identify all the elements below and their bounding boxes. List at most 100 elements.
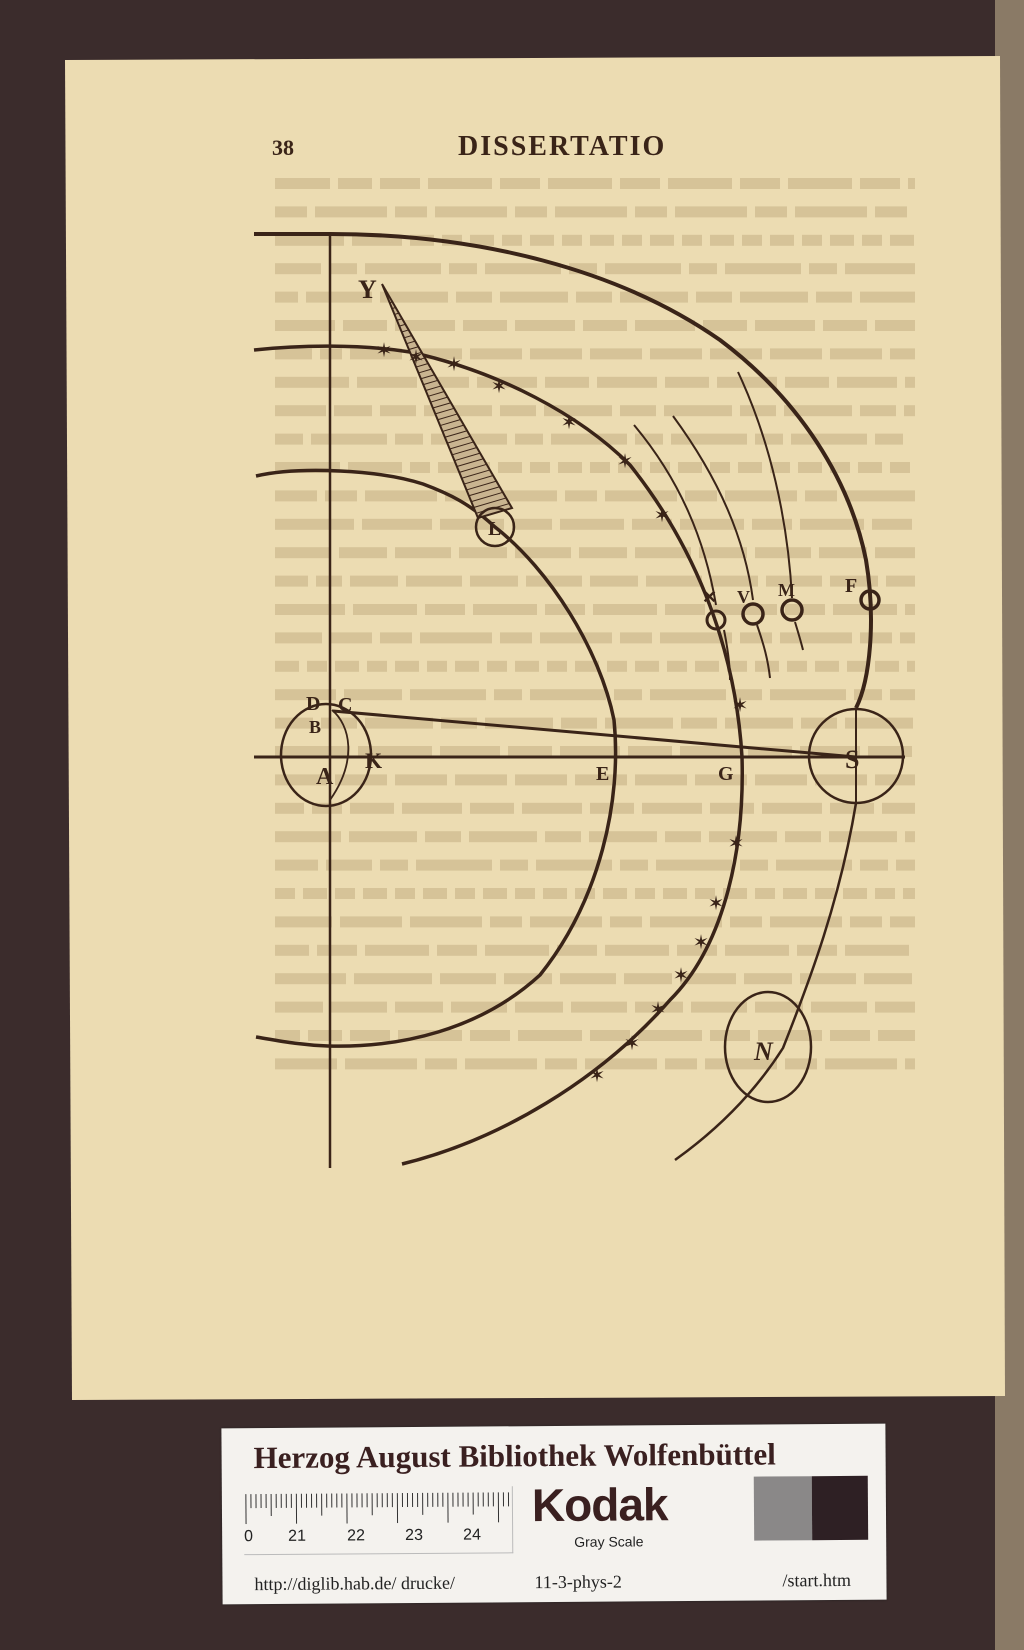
bleed-word [494,689,522,701]
star-icon: ✶ [708,891,725,915]
bleed-word [748,746,792,757]
comet-hatch-line [406,340,416,345]
label-X: ✕ [702,587,717,607]
comet-hatch-line [463,475,494,485]
bleed-word [858,462,882,473]
bleed-word [770,916,842,928]
bleed-word [530,348,582,360]
bleed-word [860,291,915,303]
comet-hatch-line [423,379,439,386]
ruler-number: 23 [405,1526,424,1545]
label-F: F [845,575,857,597]
ruler: 0 21 22 23 24 [243,1486,514,1556]
bleed-word [650,234,674,246]
bleed-word [660,632,732,644]
bleed-word [326,859,372,871]
bleed-word [776,859,852,871]
bleed-word [325,490,357,502]
bleed-word [908,178,915,189]
bleed-word [485,944,549,956]
bleed-word [671,433,747,445]
planet-path-3 [737,371,793,599]
bleed-word [830,348,882,360]
bleed-word [605,717,673,729]
bleed-word [725,490,797,502]
bleed-word [805,490,837,502]
bleed-word [275,178,330,189]
bleed-word [717,376,777,388]
bleed-word [335,660,359,672]
bleed-word [353,604,417,615]
label-N: N [753,1037,774,1066]
bleed-word [695,660,719,672]
bleed-word [485,263,561,275]
bleed-word [830,234,854,246]
bleed-word [725,944,789,956]
bleed-word [315,206,387,218]
bleed-word [350,1030,390,1041]
bleed-word [864,973,912,985]
bleed-word [875,547,915,559]
bleed-word [275,405,326,417]
bleed-word [402,802,462,814]
bleed-word [878,1030,915,1041]
bleed-word [890,689,915,701]
bleed-word [785,1058,817,1070]
bleed-word [365,717,433,729]
bleed-word [470,1030,510,1041]
comet-hatch-line [473,497,507,508]
bleed-word [823,320,867,331]
bleed-word [875,1001,915,1013]
comet-hatch-line [437,413,458,421]
bleed-word [311,433,387,445]
bleed-word [730,916,762,928]
bleed-word [755,888,775,899]
bleed-word [815,660,839,672]
comet-hatch-line [403,335,413,339]
bleed-word [406,575,462,587]
astronomical-diagram: ✶✶✶✶✶✶✶✶✶✶✶✶✶✶✶ Y L D C B A K E G S N ✕ … [253,232,905,1168]
bleed-word [445,490,477,502]
bleed-word [515,433,543,445]
bleed-word [551,433,627,445]
url-suffix: /start.htm [782,1569,852,1591]
bleed-word [555,206,627,218]
bleed-word [886,575,915,587]
bleed-word [275,1058,337,1070]
bleed-word [800,973,856,985]
comet-hatch-line [456,458,484,467]
bleed-word [875,320,915,331]
bleed-word [275,575,308,587]
planet-path-2 [672,415,754,601]
bleed-word [740,178,780,189]
bleed-word [530,462,550,473]
label-Y: Y [358,275,377,304]
label-L: L [488,518,501,540]
bleed-word [575,774,627,786]
bleed-word [896,859,915,871]
bleed-word [565,490,597,502]
bleed-word [829,831,897,843]
bleed-word [435,206,507,218]
bleed-word [312,802,342,814]
bleed-word [787,660,807,672]
bleed-word [561,717,597,729]
shelfmark: 11-3-phys-2 [534,1571,622,1593]
bleed-word [518,1030,582,1041]
bleed-word [597,376,657,388]
star-icon: ✶ [491,374,508,398]
label-D: D [306,693,320,715]
bleed-word [635,547,691,559]
bleed-word [590,1030,630,1041]
bleed-word [744,973,792,985]
bleed-word [680,746,740,757]
ruler-number: 21 [288,1527,307,1545]
bleed-word [685,490,717,502]
bleed-word [755,1001,803,1013]
bleed-word [740,859,768,871]
bleed-word [515,547,571,559]
comet-hatch-line [442,424,465,432]
bleed-word [816,291,852,303]
bleed-word [875,660,899,672]
bleed-word [512,518,552,530]
